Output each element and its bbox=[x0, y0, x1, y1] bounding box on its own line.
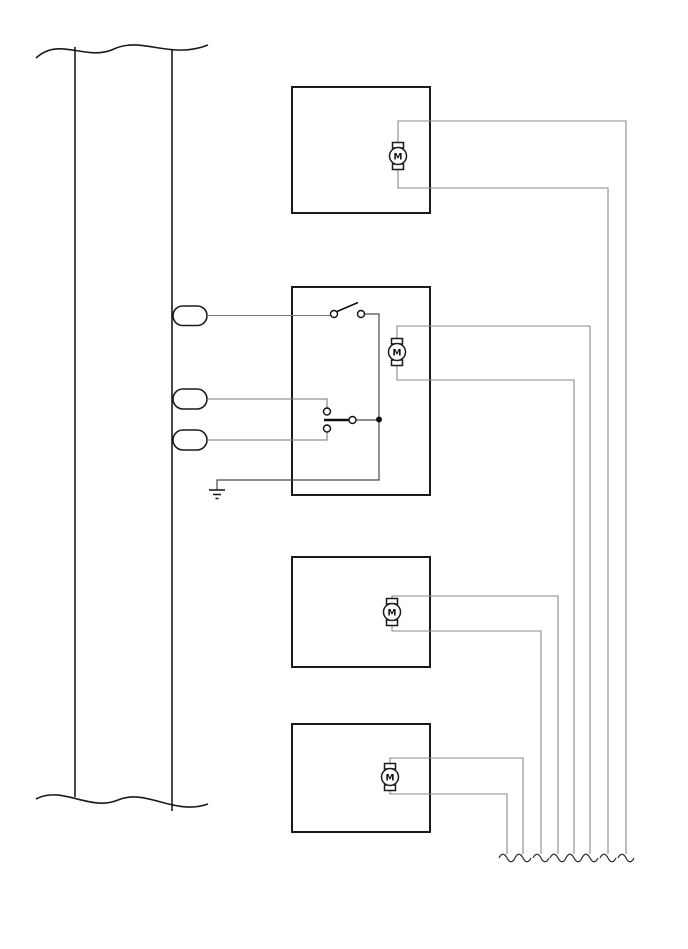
motor-1-body bbox=[388, 146, 408, 166]
motor-3-label: M bbox=[388, 609, 397, 619]
motors: M M M M bbox=[380, 141, 408, 792]
component-box-3 bbox=[291, 556, 431, 668]
motor-1-top-wire bbox=[397, 120, 627, 854]
wire-break-icon bbox=[617, 853, 635, 863]
switch-circuit bbox=[209, 301, 382, 500]
switch-to-ground-wire bbox=[216, 313, 380, 490]
connector-wires bbox=[207, 314, 331, 441]
connector-3-wire bbox=[207, 432, 328, 441]
component-box-1 bbox=[291, 86, 431, 214]
switch-1 bbox=[329, 301, 366, 319]
switch-2-contact-top bbox=[322, 407, 332, 416]
motor-2-body bbox=[387, 342, 407, 362]
motor-2: M bbox=[387, 337, 407, 367]
motor-3-body bbox=[382, 602, 402, 622]
wire-break-ends bbox=[498, 853, 635, 863]
motor-wires bbox=[389, 120, 627, 854]
component-box-2 bbox=[291, 286, 431, 496]
motor-4-body bbox=[380, 767, 400, 787]
motor-3: M bbox=[382, 597, 402, 627]
motor-1-label: M bbox=[394, 153, 403, 163]
motor-2-label: M bbox=[393, 349, 402, 359]
connector-2-wire bbox=[207, 398, 328, 408]
junction-dot bbox=[376, 416, 382, 423]
wire-break-icon bbox=[581, 853, 599, 863]
switch-1-contact-right bbox=[356, 309, 366, 319]
component-box-4 bbox=[291, 723, 431, 833]
wire-break-icon bbox=[532, 853, 550, 863]
motor-2-top-wire bbox=[396, 325, 591, 854]
connector-3 bbox=[172, 429, 208, 451]
harness-connectors bbox=[172, 305, 208, 451]
switch-2 bbox=[322, 407, 357, 433]
motor-2-bottom-wire bbox=[396, 365, 575, 854]
wire-break-icon bbox=[599, 853, 617, 863]
switch-1-blade bbox=[336, 301, 359, 313]
motor-4: M bbox=[380, 762, 400, 792]
motor-4-label: M bbox=[386, 774, 395, 784]
switch-2-common bbox=[348, 415, 357, 425]
connector-1 bbox=[172, 305, 208, 327]
harness-break-bottom-icon bbox=[35, 794, 209, 808]
component-boxes bbox=[291, 86, 431, 833]
motor-4-top-wire bbox=[389, 757, 524, 854]
motor-3-bottom-wire bbox=[391, 625, 542, 854]
connector-2 bbox=[172, 388, 208, 410]
motor-1-bottom-wire bbox=[397, 169, 609, 854]
wire-break-icon bbox=[514, 853, 532, 863]
harness-break-top-icon bbox=[35, 44, 209, 59]
wire-harness bbox=[35, 44, 209, 811]
ground-icon bbox=[209, 489, 225, 500]
wire-break-icon bbox=[549, 853, 567, 863]
wire-break-icon bbox=[498, 853, 516, 863]
motor-1: M bbox=[388, 141, 408, 171]
switch-1-contact-left bbox=[329, 309, 339, 319]
switch-2-contact-bottom bbox=[322, 424, 332, 433]
wire-break-icon bbox=[565, 853, 583, 863]
motor-4-bottom-wire bbox=[389, 790, 508, 854]
